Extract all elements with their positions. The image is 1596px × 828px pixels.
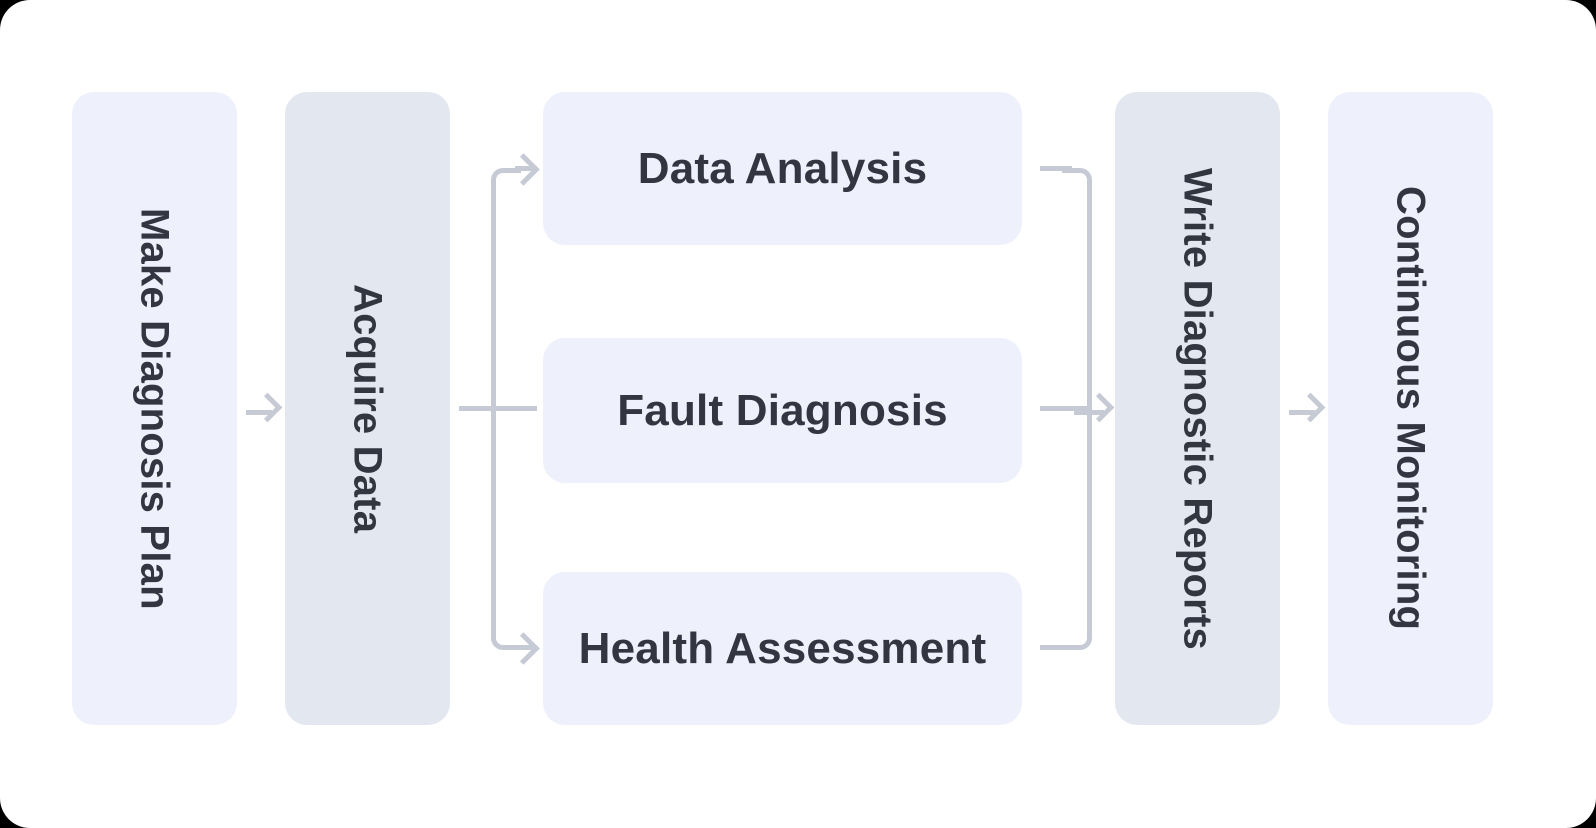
connector-health-to-merge <box>1040 645 1072 650</box>
node-label-health-assessment: Health Assessment <box>578 623 987 673</box>
connector-merge-to-reports <box>1074 392 1115 423</box>
branch-corner-bottom <box>491 620 521 650</box>
node-label-write-diagnostic-reports: Write Diagnostic Reports <box>1175 167 1220 650</box>
connector-reports-to-monitoring <box>1289 392 1326 423</box>
merge-corner-bottom <box>1062 620 1092 650</box>
connector-fault-to-merge <box>1040 406 1090 411</box>
connector-acquire-to-branch <box>459 406 495 411</box>
node-label-acquire-data: Acquire Data <box>345 283 390 534</box>
branch-corner-top <box>491 168 521 198</box>
arrow-shaft <box>1074 410 1104 415</box>
connector-analysis-to-merge <box>1040 166 1072 171</box>
arrow-head-icon-monitoring <box>1295 392 1326 423</box>
node-label-data-analysis: Data Analysis <box>637 143 928 193</box>
node-make-diagnosis-plan[interactable]: Make Diagnosis Plan <box>72 92 237 725</box>
connector-branch-to-analysis <box>515 166 537 171</box>
node-write-diagnostic-reports[interactable]: Write Diagnostic Reports <box>1115 92 1280 725</box>
arrow-shaft <box>246 410 272 415</box>
node-label-make-diagnosis-plan: Make Diagnosis Plan <box>132 207 177 610</box>
connector-branch-to-health <box>515 645 537 650</box>
node-fault-diagnosis[interactable]: Fault Diagnosis <box>543 338 1022 483</box>
node-health-assessment[interactable]: Health Assessment <box>543 572 1022 725</box>
connector-plan-to-acquire <box>246 392 283 423</box>
node-continuous-monitoring[interactable]: Continuous Monitoring <box>1328 92 1493 725</box>
node-data-analysis[interactable]: Data Analysis <box>543 92 1022 245</box>
arrow-shaft <box>1289 410 1315 415</box>
arrow-head-icon-reports <box>1084 392 1115 423</box>
connector-branch-to-fault <box>491 406 537 411</box>
node-label-fault-diagnosis: Fault Diagnosis <box>617 385 948 435</box>
merge-corner-top <box>1062 168 1092 198</box>
arrow-head-icon <box>252 392 283 423</box>
node-acquire-data[interactable]: Acquire Data <box>285 92 450 725</box>
node-label-continuous-monitoring: Continuous Monitoring <box>1388 186 1433 631</box>
